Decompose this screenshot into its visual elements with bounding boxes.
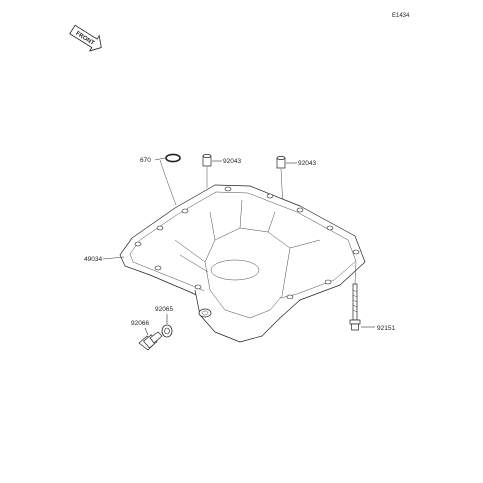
o-ring-part	[165, 153, 181, 163]
leader-92151-tail	[354, 261, 357, 285]
leader-670	[154, 157, 166, 161]
label-92043-left: 92043	[223, 158, 241, 165]
label-92151: 92151	[377, 325, 395, 332]
drain-plug-part	[138, 331, 163, 351]
gasket-part	[161, 324, 173, 338]
leader-670-tail	[159, 159, 177, 206]
dowel-pin-right	[276, 156, 286, 169]
leader-92066	[144, 327, 149, 336]
label-670: 670	[140, 157, 151, 164]
front-arrow-icon: FRONT	[69, 24, 102, 52]
dowel-pin-left	[202, 154, 212, 167]
label-92065: 92065	[155, 306, 173, 313]
reference-code: E1434	[392, 13, 410, 19]
oil-pan-part	[119, 184, 366, 343]
leader-49034	[102, 256, 125, 260]
flange-bolt-part	[349, 283, 361, 331]
label-92066: 92066	[131, 320, 149, 327]
label-92043-right: 92043	[298, 160, 316, 167]
label-49034: 49034	[84, 256, 102, 263]
